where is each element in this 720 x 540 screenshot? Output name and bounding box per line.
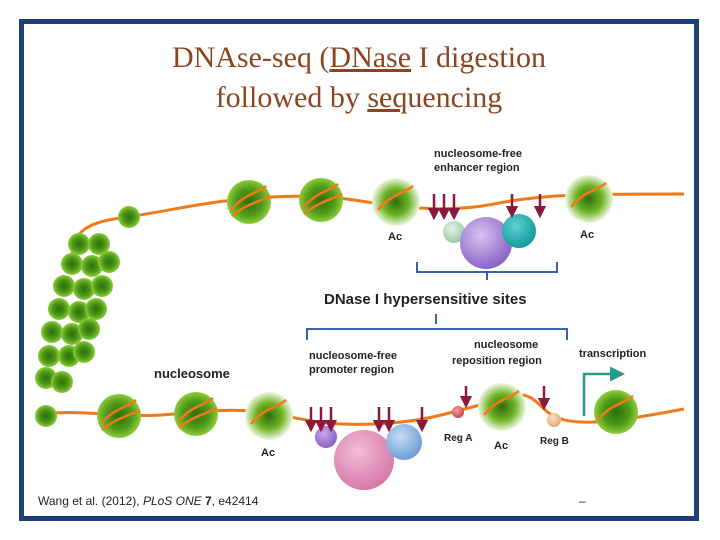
bracket-bottom [306, 314, 568, 340]
ac-label-3: Ac [261, 447, 275, 459]
nucleosome-bottom-4 [478, 383, 526, 431]
factor-blue [386, 424, 422, 460]
citation: Wang et al. (2012), PLoS ONE 7, e42414 [38, 494, 259, 508]
factor-mint [443, 221, 465, 243]
dna-strand-top [113, 192, 685, 221]
nucleosome-bottom-3 [245, 392, 293, 440]
dnase-sites-label: DNase I hypersensitive sites [324, 291, 527, 308]
ac-label-2: Ac [580, 229, 594, 241]
nucleosome-top-3 [372, 178, 420, 226]
dnase-cut-arrows-top [427, 194, 547, 221]
enhancer-label-line2: enhancer region [434, 162, 520, 174]
nucleosome-bottom-5 [594, 390, 638, 434]
dnase-cut-arrows-bottom [304, 386, 551, 433]
factor-teal [502, 214, 536, 248]
nucleosome-top-2 [299, 178, 343, 222]
reposition-label-line2: reposition region [452, 355, 542, 367]
reg-a-label: Reg A [444, 433, 473, 444]
nucleosome-bottom-1 [97, 394, 141, 438]
promoter-label-line2: promoter region [309, 364, 394, 376]
slide-frame: DNAse-seq (DNase I digestion followed by… [19, 19, 699, 521]
reg-b-factor [547, 413, 561, 427]
reg-b-label: Reg B [540, 436, 569, 447]
factor-purple [460, 217, 512, 269]
compact-chromatin-cluster [35, 206, 140, 427]
nucleosome-top-4 [565, 175, 613, 223]
nucleosome-bottom-2 [174, 392, 218, 436]
nucleosome-label: nucleosome [154, 366, 230, 381]
bracket-top [416, 262, 558, 280]
reg-a-factor [452, 406, 464, 418]
ac-label-4: Ac [494, 440, 508, 452]
transcription-label: transcription [579, 348, 647, 360]
footer-dash: – [579, 494, 586, 508]
factor-violet [315, 426, 337, 448]
slide-title: DNAse-seq (DNase I digestion followed by… [171, 41, 547, 114]
enhancer-label-line1: nucleosome-free [434, 148, 522, 160]
factor-pink [334, 430, 394, 490]
dnase-diagram: nucleosome-free enhancer region Ac Ac DN… [35, 148, 685, 490]
transcription-arrow [582, 366, 625, 416]
ac-label-1: Ac [388, 231, 402, 243]
promoter-label-line1: nucleosome-free [309, 350, 397, 362]
nucleosome-top-1 [227, 180, 271, 224]
reposition-label-line1: nucleosome [474, 339, 538, 351]
